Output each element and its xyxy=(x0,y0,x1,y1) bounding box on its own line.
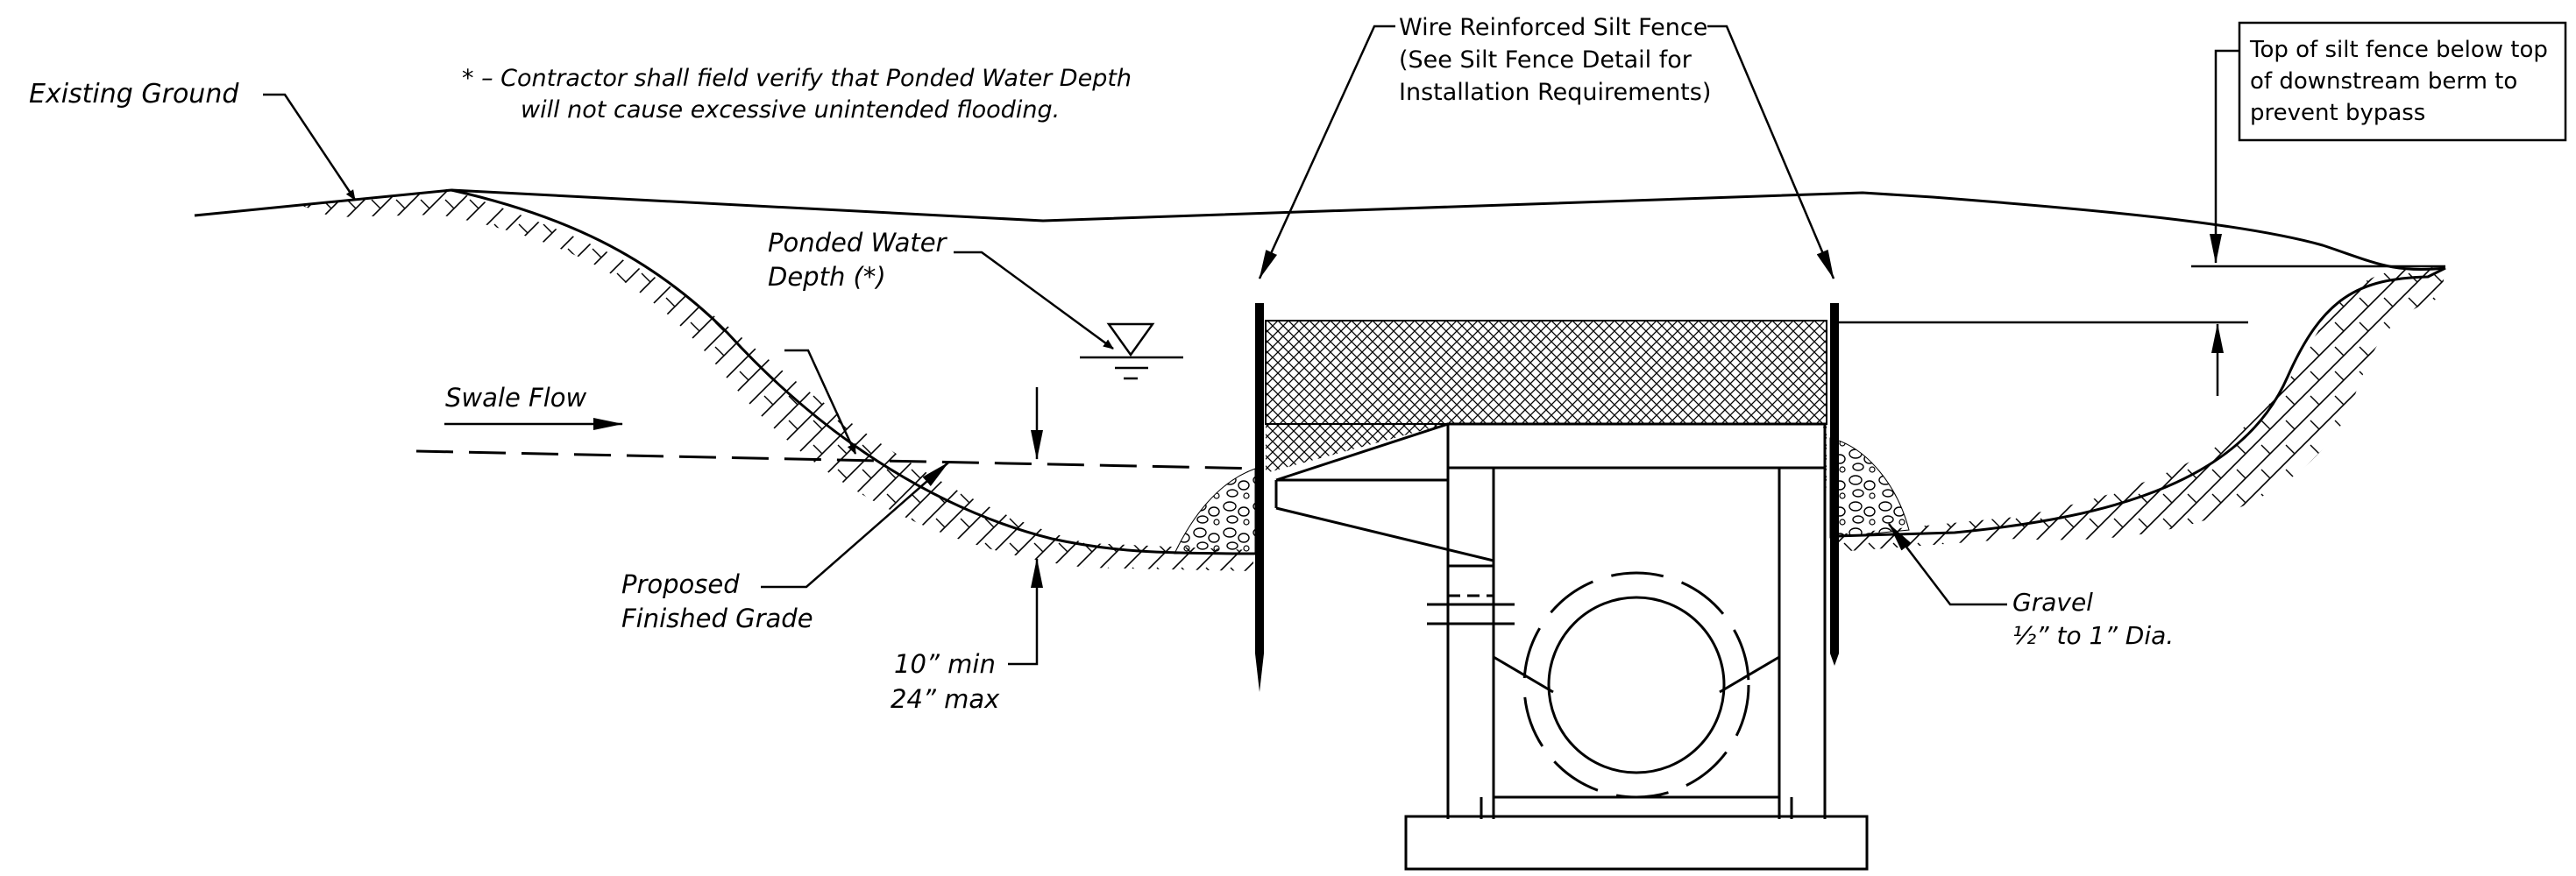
top-note-leader xyxy=(2210,49,2239,264)
proposed-grade-leader xyxy=(761,462,949,589)
soil-hatch xyxy=(302,190,2445,571)
depth-min-label: 10” min xyxy=(894,649,996,679)
silt-fence-mesh-lower xyxy=(1266,424,1827,491)
water-surface-symbol-icon xyxy=(1080,322,1183,380)
silt-fence-leader-right xyxy=(1707,25,1835,279)
ponded-water-label-2: Depth (*) xyxy=(768,262,886,292)
top-note-box xyxy=(2238,21,2567,142)
grade-intersection-leader xyxy=(784,349,857,455)
existing-ground-label: Existing Ground xyxy=(29,79,239,110)
silt-fence-label-2: (See Silt Fence Detail for xyxy=(1399,46,1692,74)
proposed-grade-label-1: Proposed xyxy=(621,569,740,599)
note-line-1: * – Contractor shall field verify that P… xyxy=(462,65,1132,92)
top-note-line-3: prevent bypass xyxy=(2250,100,2425,126)
silt-fence-label-1: Wire Reinforced Silt Fence xyxy=(1399,14,1707,41)
gravel-label-2: ½” to 1” Dia. xyxy=(2012,621,2174,650)
note-line-2: will not cause excessive unintended floo… xyxy=(521,96,1060,124)
silt-fence-mesh xyxy=(1265,320,1827,425)
top-note-line-2: of downstream berm to xyxy=(2250,68,2517,95)
gravel-label-1: Gravel xyxy=(2012,588,2093,617)
silt-fence-label-3: Installation Requirements) xyxy=(1399,79,1711,106)
depth-max-label: 24” max xyxy=(891,684,1000,714)
gravel-downstream xyxy=(1829,437,1910,539)
proposed-finished-grade-line xyxy=(451,188,1263,555)
silt-fence-post-upstream xyxy=(1255,303,1264,692)
ponded-water-line xyxy=(415,449,1263,470)
proposed-grade-label-2: Finished Grade xyxy=(621,604,813,633)
downstream-grade-line xyxy=(1834,266,2446,538)
silt-fence-leader-left xyxy=(1258,25,1395,279)
ponded-water-leader xyxy=(954,251,1114,350)
gravel-upstream xyxy=(1174,468,1256,555)
ponded-water-label-1: Ponded Water xyxy=(768,228,948,258)
inlet-structure xyxy=(1274,422,1869,871)
swale-flow-label: Swale Flow xyxy=(445,383,586,413)
gravel-leader xyxy=(1888,523,2007,606)
silt-fence-post-downstream xyxy=(1830,303,1839,666)
existing-ground-leader xyxy=(263,93,357,201)
depth-min-leader xyxy=(1008,558,1043,666)
top-note-line-1: Top of silt fence below top xyxy=(2249,37,2548,63)
